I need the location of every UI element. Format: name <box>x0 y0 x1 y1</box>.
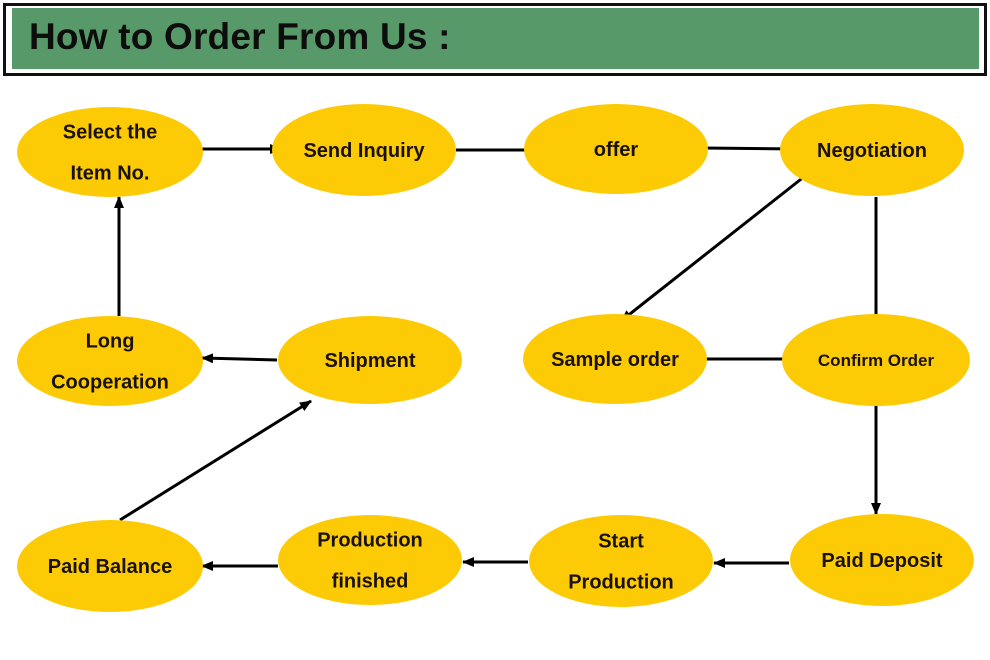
node-confirm-order: Confirm Order <box>782 314 970 406</box>
node-offer: offer <box>524 104 708 194</box>
node-label: Send Inquiry <box>303 140 425 162</box>
node-ellipse <box>782 314 970 406</box>
node-label: Paid Balance <box>48 556 173 578</box>
node-label: Paid Deposit <box>821 550 942 572</box>
node-label: Sample order <box>551 349 679 371</box>
arrow-paid-balance-to-shipment <box>119 399 312 522</box>
header-bar <box>12 8 979 69</box>
arrow-shipment-to-long-cooperation <box>201 353 278 364</box>
node-shipment: Shipment <box>278 316 462 404</box>
node-ellipse <box>524 104 708 194</box>
node-label: Item No. <box>71 163 150 185</box>
node-label: Confirm Order <box>818 351 935 370</box>
node-ellipse <box>272 104 456 196</box>
node-ellipse <box>790 514 974 606</box>
node-paid-deposit: Paid Deposit <box>790 514 974 606</box>
node-ellipse <box>780 104 964 196</box>
node-label: Shipment <box>324 350 415 372</box>
node-label: Negotiation <box>817 140 927 162</box>
node-ellipse <box>17 316 203 406</box>
arrow-negotiation-to-sample-order <box>620 174 806 323</box>
node-production-finished: Production finished <box>278 515 462 605</box>
node-ellipse <box>529 515 713 607</box>
node-label: Start <box>598 531 644 553</box>
node-paid-balance: Paid Balance <box>17 520 203 612</box>
node-ellipse <box>17 107 203 197</box>
node-send-inquiry: Send Inquiry <box>272 104 456 196</box>
node-ellipse <box>278 515 462 605</box>
node-ellipse <box>17 520 203 612</box>
node-label: Cooperation <box>51 372 169 394</box>
node-label: Production <box>568 572 674 594</box>
node-ellipse <box>278 316 462 404</box>
node-label: offer <box>594 139 639 161</box>
node-ellipse <box>523 314 707 404</box>
node-label: Select the <box>63 122 157 144</box>
node-label: Production <box>317 530 423 552</box>
node-negotiation: Negotiation <box>780 104 964 196</box>
node-label: finished <box>332 571 409 593</box>
node-sample-order: Sample order <box>523 314 707 404</box>
node-label: Long <box>86 331 135 353</box>
page-title: How to Order From Us : <box>29 16 451 57</box>
